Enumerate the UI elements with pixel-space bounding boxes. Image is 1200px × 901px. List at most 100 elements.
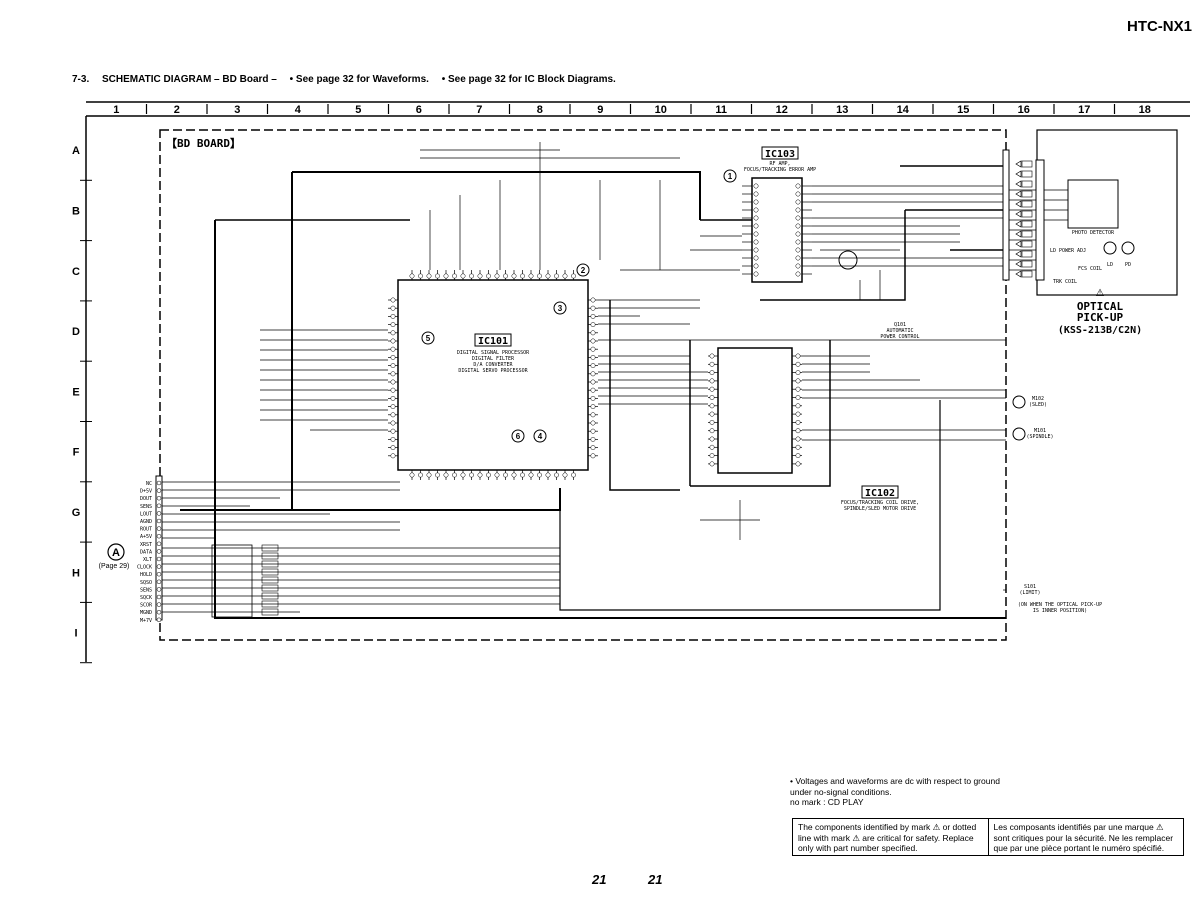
grid-row-label: C [72,266,80,278]
ic101-desc-2: DIGITAL FILTER [472,356,515,362]
ic103-pin-dot [753,239,759,245]
ic101-pin-dot [418,472,423,478]
ic101-pin-dot [390,412,396,418]
signal-arrow [1015,230,1022,238]
signal-tag [1021,170,1033,178]
ic103-desc-1: RF AMP, [769,161,790,167]
ic101-pin-dot [590,371,596,377]
grid-row-label: D [72,326,80,338]
ic101-pin-dot [418,273,423,279]
limit-switch-note-1: (ON WHEN THE OPTICAL PICK-UP [1018,602,1102,608]
ic101-pin-dot [503,273,508,279]
connector-pin-label: NC [146,481,152,487]
note-line-2: under no-signal conditions. [790,786,892,797]
ic101-pin-dot [426,273,432,279]
ic101-ref-box [474,333,512,347]
grid-column-label: 1 [113,104,119,116]
ic101-pin-dot [390,346,396,352]
ic101-pin-dot [590,313,596,319]
signal-tag [1021,250,1033,258]
ic102-pin-dot [709,428,715,434]
ic101-pin-dot [590,387,596,393]
connector-pin-label: LOUT [140,511,152,517]
connector-pin-label: SENS [140,504,152,510]
ic101-pin-dot [469,273,474,279]
ic101-pin-dot [590,436,596,442]
signal-arrow [1015,160,1022,168]
grid-column-label: 2 [174,104,180,116]
connector-pin-label: ROUT [140,527,152,533]
bd-board-label: 【BD BOARD】 [166,137,241,150]
grid-column-label: 8 [537,104,543,116]
ic101-pin-dot [390,395,396,401]
ic101-pin-dot [390,363,396,369]
connector-pin [156,571,162,577]
bus-tag [261,568,279,576]
connector-pin-label: SCOR [140,603,153,609]
grid-row-label: I [74,628,77,640]
ic101-pin-dot [390,387,396,393]
ic103-pin-dot [795,231,801,237]
ic101-pin-dot [590,420,596,426]
ic101-pin-dot [390,436,396,442]
ic103-pin-dot [795,255,801,261]
waveform-point [553,301,567,315]
ic101-pin-dot [409,472,415,478]
ic103-pin-dot [753,215,759,221]
connector-pin [156,495,162,501]
ic101-pin-dot [590,412,596,418]
bus-tag [261,560,279,568]
signal-arrow [1015,270,1022,278]
connector-pin [156,564,162,569]
photo-detector [1067,179,1119,229]
ic103-desc-2: FOCUS/TRACKING ERROR AMP [744,167,816,173]
grid-row-label: H [72,567,80,579]
note-line-1: • Voltages and waveforms are dc with res… [790,776,1000,786]
laser-diode-icon [1103,241,1117,255]
connector-pin [156,594,162,600]
grid-column-label: 4 [295,104,302,116]
ic101-pin-dot [590,404,596,410]
ic103-pin-dot [795,239,801,245]
grid-row-label: F [73,447,80,459]
ic103-ref-box [761,146,799,160]
waveform-point-number: 5 [426,334,431,343]
ic101-pin-dot [452,273,457,279]
ic102-pin-dot [795,453,801,459]
caution-french: Les composants identifiés par une marque… [987,819,1184,855]
connector-pin-label: SQSO [140,580,152,586]
q101-ref: Q101 [894,322,906,328]
ic103-pin-dot [753,271,759,277]
page-number-right: 21 [648,872,663,887]
note-line-3: no mark : CD PLAY [790,797,864,807]
ic101-pin-dot [520,273,525,279]
ic101-pin-dot [477,273,483,279]
connector-pin-label: HOLD [140,572,152,578]
grid-column-label: 12 [776,104,788,116]
ic102-pin-dot [795,436,801,442]
signal-tag [1021,210,1033,218]
ic103-pin-dot [795,215,801,221]
spindle-motor-ref: M101 [1034,428,1046,434]
ic102-body [717,347,793,474]
ic103-pin-dot [753,223,759,229]
ic101-pin-dot [435,472,440,478]
pd-label: PD [1125,262,1131,268]
ic101-pin-dot [494,472,500,478]
connector-pin-label: M+7V [140,618,152,624]
pickup-connector-cn102 [1002,149,1010,281]
signal-tag [1021,180,1033,188]
ic101-pin-dot [390,379,396,385]
ic102-pin-dot [795,411,801,417]
ic101-pin-dot [590,445,596,451]
ic102-pin-dot [709,378,715,384]
grid-column-label: 15 [957,104,969,116]
waveform-point-number: 3 [558,304,563,313]
waveform-point-number: 2 [581,266,586,275]
q101-transistor [838,250,858,270]
ic102-ref: IC102 [865,488,895,499]
grid-column-label: 5 [355,104,361,116]
ic101-pin-dot [528,273,534,279]
page-heading: 7-3. SCHEMATIC DIAGRAM – BD Board – • Se… [72,74,626,85]
